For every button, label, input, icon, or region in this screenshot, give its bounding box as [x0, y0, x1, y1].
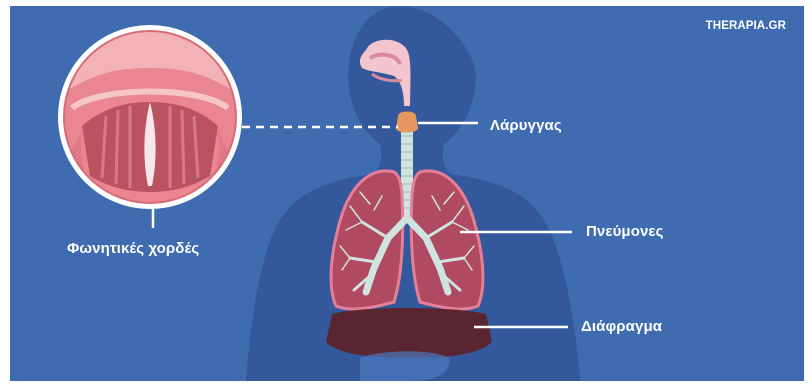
label-lungs: Πνεύμονες — [586, 223, 664, 240]
vocal-cords-lens — [58, 25, 242, 210]
label-larynx: Λάρυγγας — [490, 117, 562, 134]
brand-logo-text: THERAPIA.GR — [706, 20, 786, 32]
diaphragm — [326, 308, 492, 358]
label-vocal-cords: Φωνητικές χορδές — [67, 240, 199, 257]
larynx-shape — [396, 112, 418, 133]
label-diaphragm: Διάφραγμα — [581, 318, 662, 335]
respiratory-diagram: THERAPIA.GR Λάρυγγας Πνεύμονες Διάφραγμα… — [10, 6, 804, 381]
abdomen-organ — [360, 351, 450, 381]
diagram-artwork — [10, 6, 804, 381]
